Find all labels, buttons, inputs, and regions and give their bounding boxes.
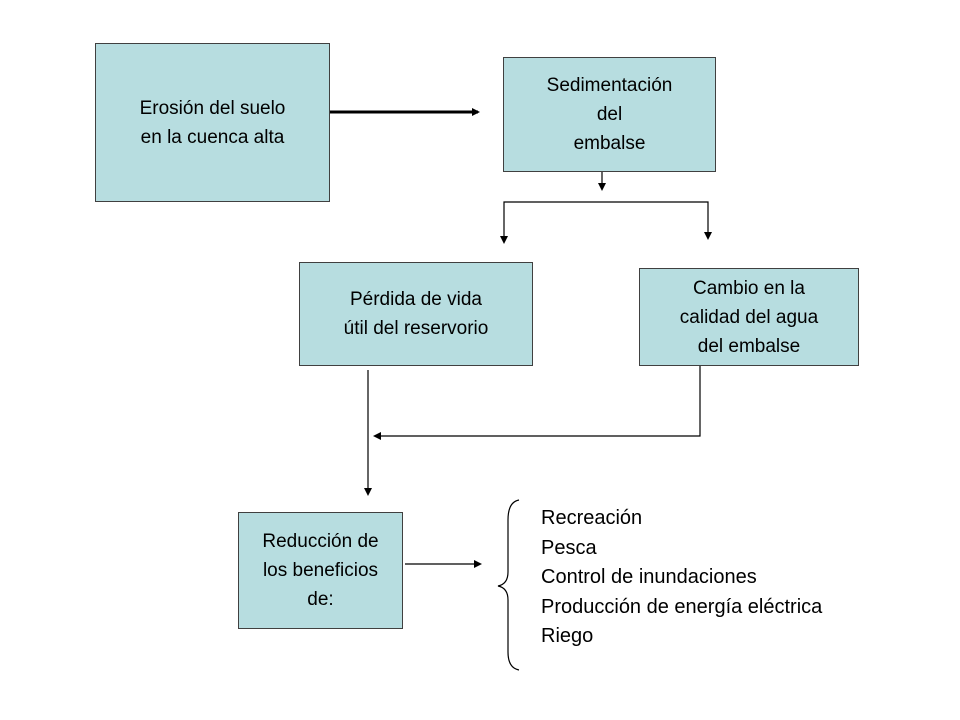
box-loss-line-1: Pérdida de vida (349, 289, 483, 310)
box-erosion-line-2: en la cuenca alta (140, 126, 285, 148)
box-quality: Cambio en la calidad del agua del embals… (639, 268, 859, 366)
box-reduction-line-2: los beneficios (262, 560, 379, 581)
box-sedimentation-line-3: embalse (573, 133, 646, 154)
box-reduction: Reducción de los beneficios de: (238, 512, 403, 629)
box-quality-line-1: Cambio en la (693, 277, 805, 299)
arrowhead-to-perdida (500, 236, 508, 244)
benefit-item: Control de inundaciones (541, 566, 757, 588)
box-loss-line-2: útil del reservorio (343, 318, 489, 339)
benefit-item: Recreación (541, 507, 643, 529)
box-erosion: Erosión del suelo en la cuenca alta (95, 43, 330, 202)
box-quality-line-3: del embalse (697, 335, 801, 357)
box-sedimentation: Sedimentación del embalse (503, 57, 716, 172)
branch-connector (503, 201, 709, 242)
box-sedimentation-line-2: del (596, 104, 623, 125)
box-erosion-line-1: Erosión del suelo (139, 97, 286, 119)
benefit-item: Riego (541, 625, 594, 647)
benefit-item: Producción de energía eléctrica (541, 595, 823, 618)
box-sedimentation-line-1: Sedimentación (546, 75, 673, 96)
box-quality-line-2: calidad del agua (679, 306, 819, 328)
brace (497, 499, 520, 671)
arrow-cambio-to-reduccion (373, 362, 701, 440)
box-reduction-line-3: de: (307, 589, 334, 610)
arrowhead-to-cambio (704, 232, 712, 240)
box-loss: Pérdida de vida útil del reservorio (299, 262, 533, 366)
benefits-list: Recreación Pesca Control de inundaciones… (541, 504, 822, 652)
benefit-item: Pesca (541, 536, 597, 559)
box-reduction-line-1: Reducción de (262, 531, 379, 552)
